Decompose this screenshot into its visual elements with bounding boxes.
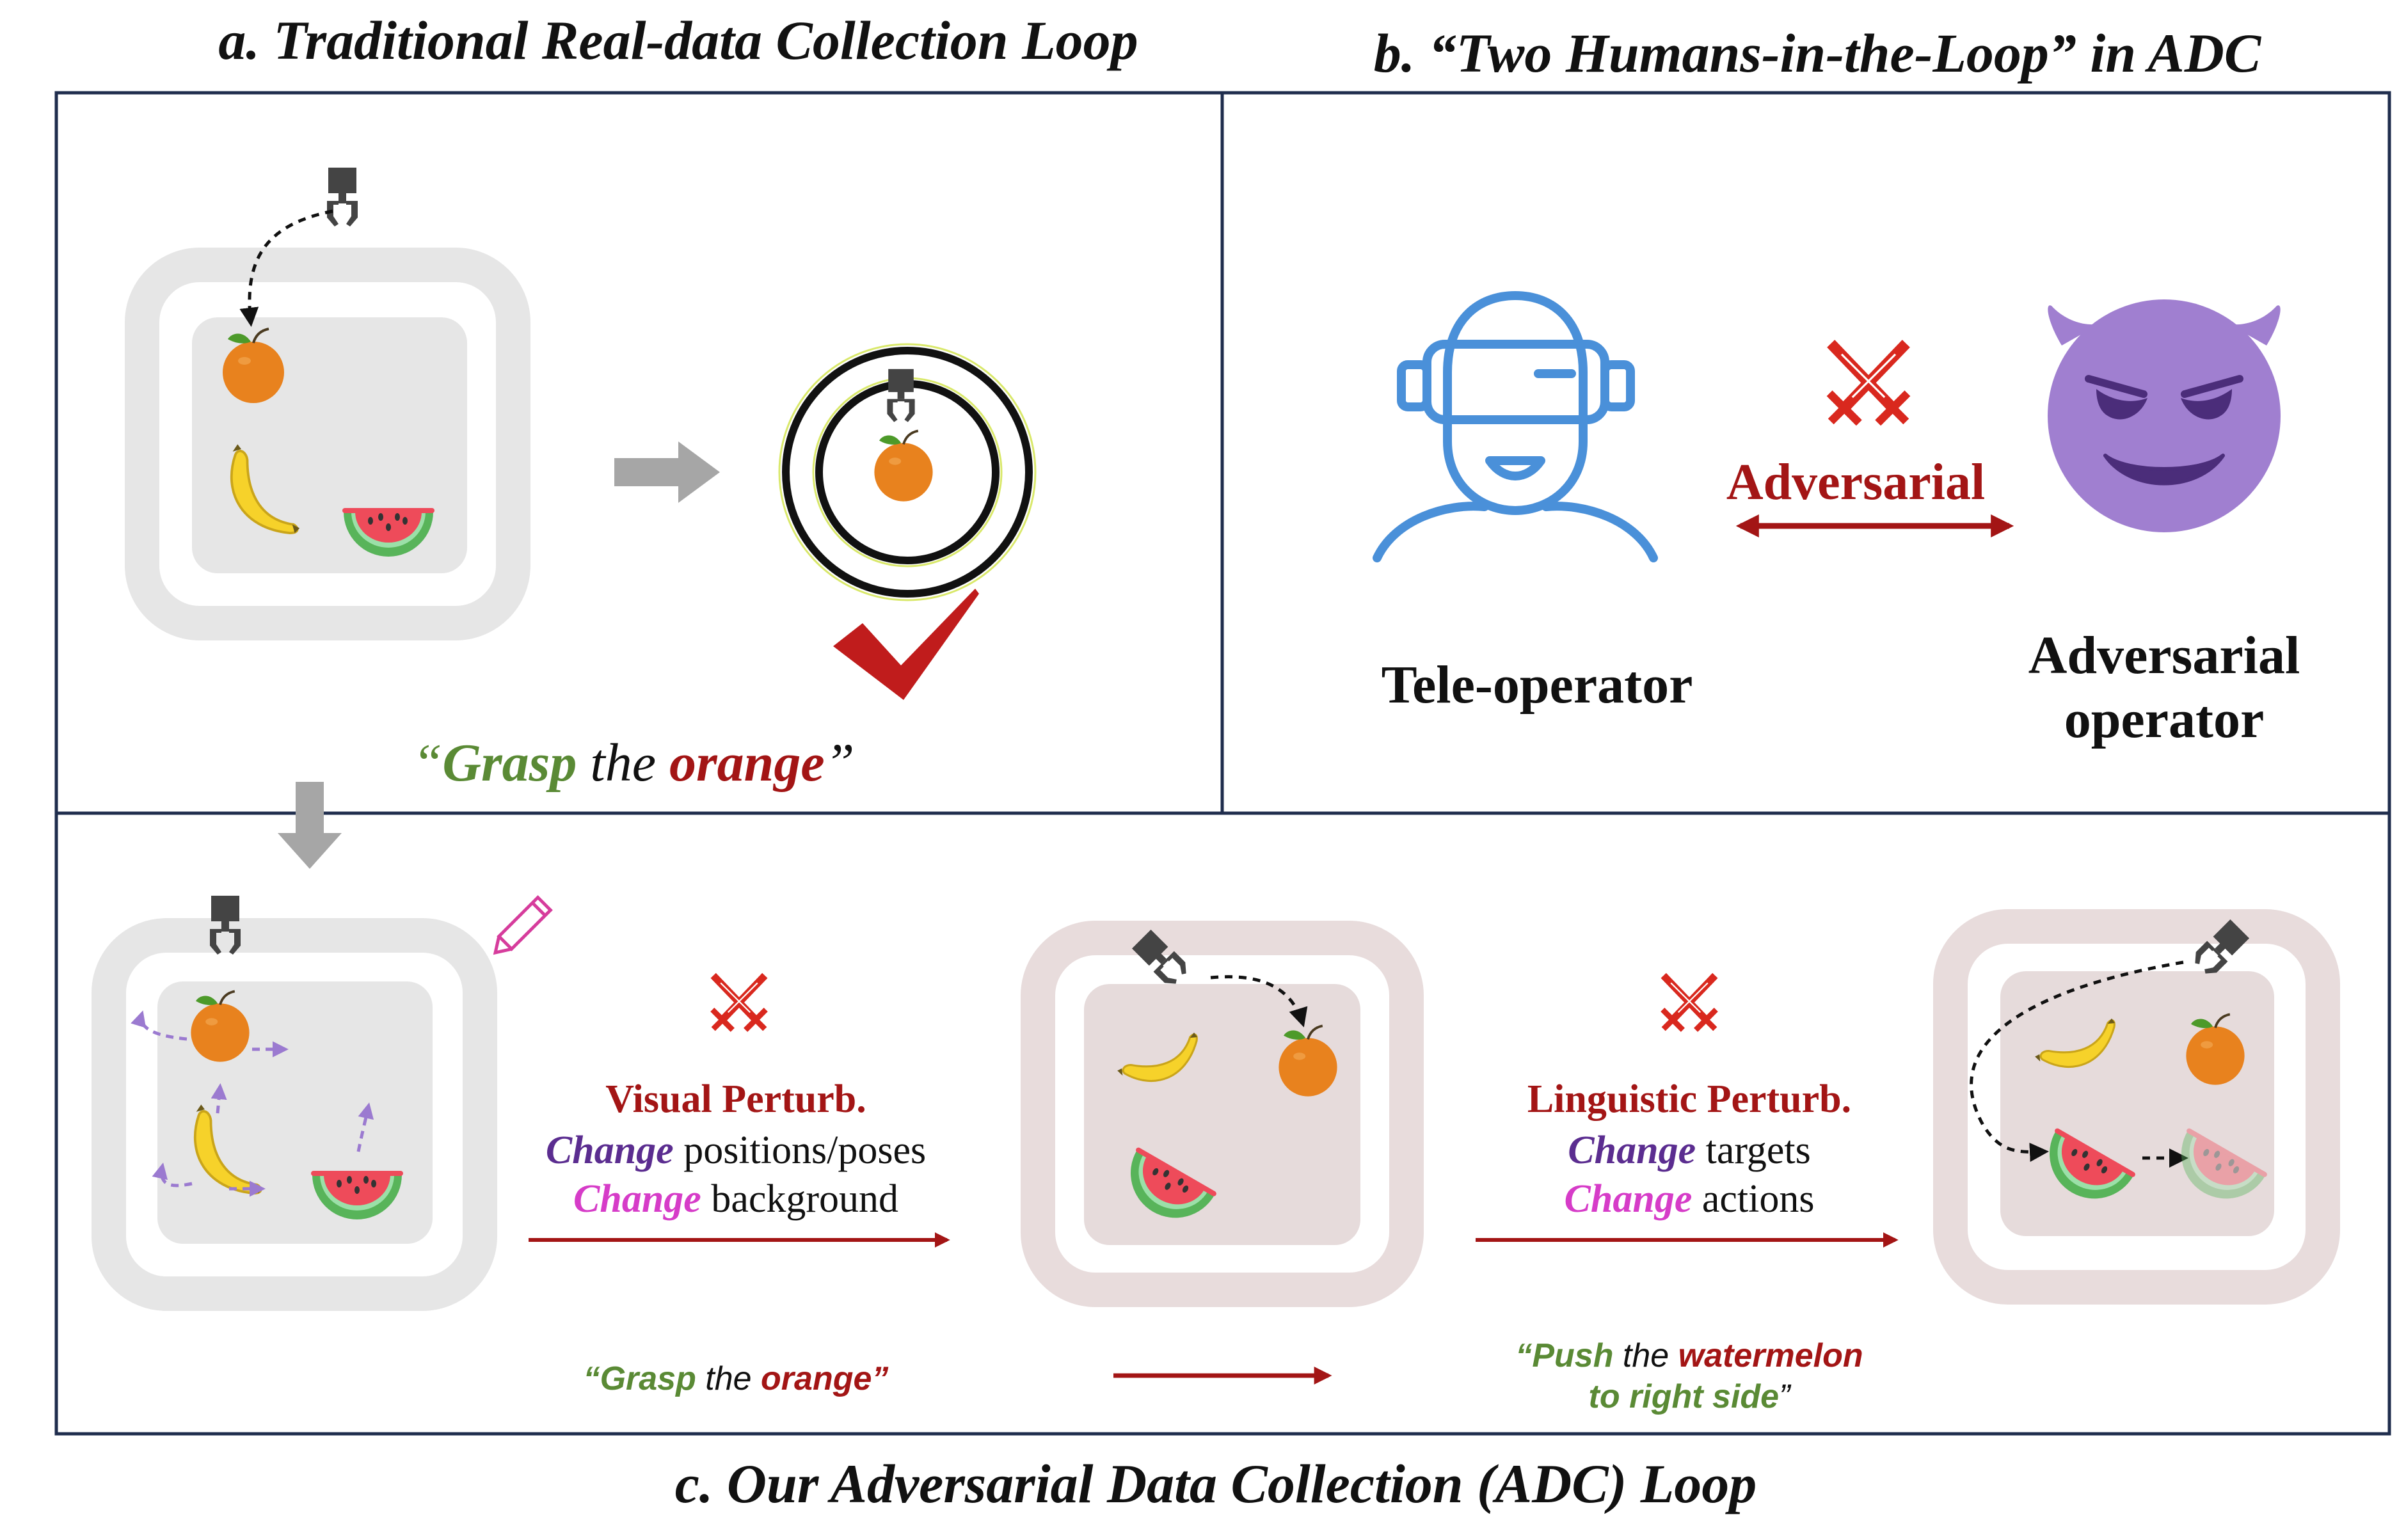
title-panel-a: a. Traditional Real-data Collection Loop — [218, 10, 1138, 71]
title-panel-b: b. “Two Humans-in-the-Loop” in ADC — [1374, 22, 2262, 84]
block-arrow-down — [278, 782, 342, 869]
change-verb: Change — [573, 1177, 701, 1221]
vr-headset-person-icon — [1373, 291, 1658, 562]
change-object: actions — [1692, 1177, 1814, 1221]
instruction-verb: Grasp — [442, 733, 577, 793]
title-panel-c: c. Our Adversarial Data Collection (ADC)… — [675, 1453, 1757, 1514]
scene-1-workspace — [92, 918, 497, 1311]
quote-close: ” — [872, 1360, 888, 1397]
change-verb: Change — [546, 1129, 674, 1172]
change-verb: Change — [1568, 1129, 1696, 1172]
pencil-icon — [493, 895, 553, 955]
block-arrow-right — [614, 441, 720, 503]
smiling-devil-icon — [2048, 299, 2281, 532]
adversarial-operator-label-line2: operator — [2064, 690, 2265, 749]
linguistic-perturb-line1: Change targets — [1568, 1129, 1811, 1172]
visual-perturb-title: Visual Perturb. — [605, 1077, 866, 1121]
adversarial-operator-label-line1: Adversarial — [2028, 626, 2300, 685]
grasp-trajectory-arrow — [1210, 975, 1308, 1028]
quote-open: “ — [413, 733, 443, 793]
visual-perturb-line1: Change positions/poses — [546, 1129, 926, 1172]
gripper-icon — [887, 369, 915, 422]
quote-open: “ — [584, 1360, 600, 1397]
crossed-swords-icon — [712, 976, 766, 1030]
visual-perturb-line2: Change background — [573, 1177, 898, 1221]
panel-a-instruction: “Grasp the orange” — [413, 733, 855, 793]
crossed-swords-icon — [1829, 344, 1908, 423]
crossed-swords-icon — [1662, 976, 1716, 1030]
quote-close: ” — [825, 733, 855, 793]
instruction-verb: Grasp — [600, 1360, 696, 1397]
perturbation-arrows — [131, 1010, 374, 1197]
orange-icon — [873, 429, 934, 503]
instruction-object: orange — [669, 733, 825, 793]
change-object: positions/poses — [674, 1129, 926, 1172]
panel-a-workspace — [125, 248, 530, 640]
scene-3-workspace — [1933, 909, 2340, 1305]
teleoperator-label: Tele-operator — [1382, 655, 1693, 715]
linguistic-perturb-line2: Change actions — [1565, 1177, 1815, 1221]
success-checkmark-icon — [833, 589, 979, 700]
grasp-trajectory-arrow — [239, 209, 333, 327]
scene-3-instruction-line1: “Push the watermelon — [1515, 1337, 1863, 1374]
push-trajectory-arrow — [1970, 960, 2184, 1163]
scene-2-workspace — [1021, 921, 1424, 1307]
instruction-middle: the — [1613, 1337, 1678, 1374]
scene-3-instruction-line2: to right side” — [1589, 1378, 1792, 1415]
linguistic-perturb-title: Linguistic Perturb. — [1527, 1077, 1851, 1121]
instruction-object: orange — [761, 1360, 872, 1397]
instruction-verb: Push — [1532, 1337, 1613, 1374]
quote-open: “ — [1515, 1337, 1532, 1374]
change-verb: Change — [1565, 1177, 1693, 1221]
instruction-direction: to right side — [1589, 1378, 1780, 1415]
adversarial-relation-label: Adversarial — [1726, 454, 1985, 511]
panel-c-frame — [54, 811, 2391, 1436]
change-object: targets — [1696, 1129, 1811, 1172]
instruction-object: watermelon — [1678, 1337, 1863, 1374]
instruction-middle: the — [696, 1360, 761, 1397]
gripper-icon — [327, 168, 358, 226]
instruction-middle: the — [577, 733, 669, 793]
quote-close: ” — [1779, 1378, 1792, 1415]
scene-1-instruction: “Grasp the orange” — [584, 1360, 889, 1397]
change-object: background — [701, 1177, 898, 1221]
